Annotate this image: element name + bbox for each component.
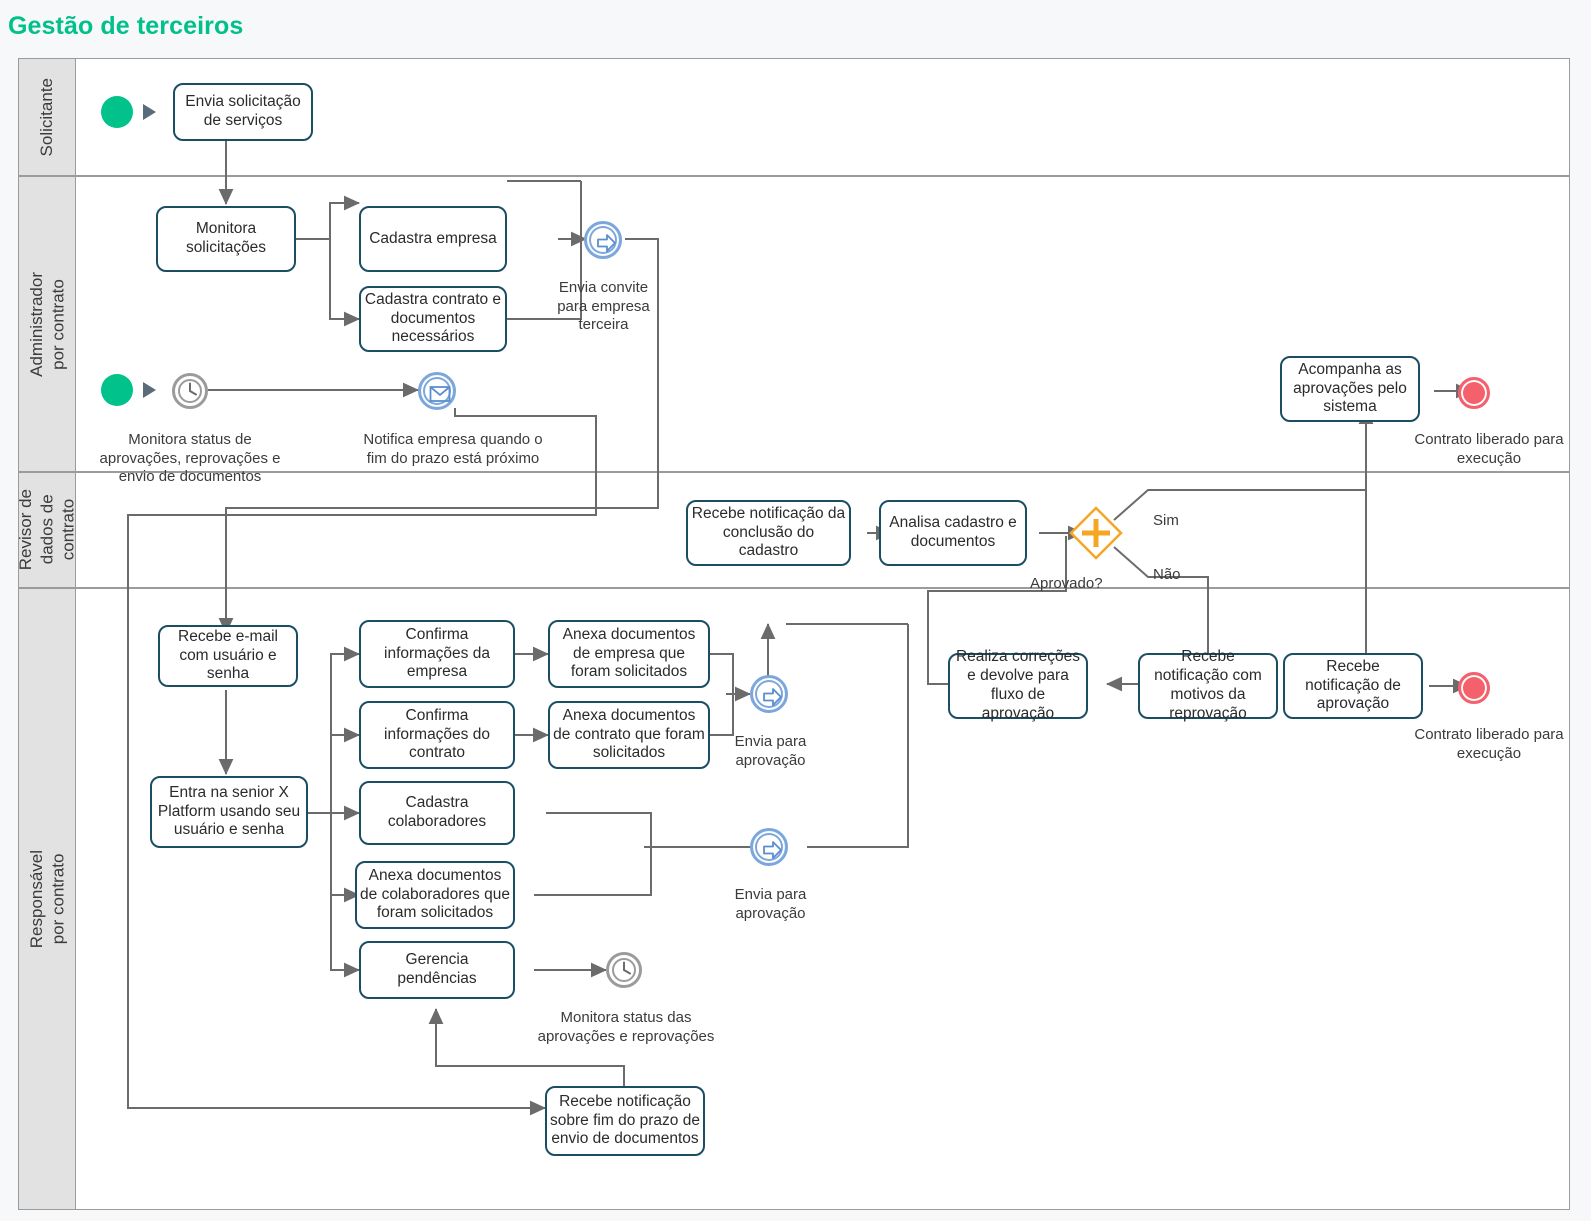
lane-body-solicitante <box>75 58 1570 176</box>
task-monitora-solicitacoes[interactable]: Monitora solicitações <box>156 206 296 272</box>
lane-header-revisor: Revisor de dados de contrato <box>16 472 78 588</box>
lane-header-administrador: Administrador por contrato <box>18 176 75 472</box>
task-acompanha-aprovacoes-sistema[interactable]: Acompanha as aprovações pelo sistema <box>1280 356 1420 422</box>
task-recebe-notificacao-conclusao-cadastro[interactable]: Recebe notificação da conclusão do cadas… <box>686 500 851 566</box>
end-event-responsavel[interactable] <box>1458 672 1490 704</box>
task-recebe-notificacao-fim-prazo[interactable]: Recebe notificação sobre fim do prazo de… <box>545 1086 705 1156</box>
gateway-label-aprovado: Aprovado? <box>1030 575 1103 593</box>
start-event-administrador[interactable] <box>101 374 133 406</box>
flow-monitora-to-cadastra-empresa <box>296 195 360 240</box>
start-event-solicitante[interactable] <box>101 96 133 128</box>
event-label-envia-convite: Envia convite para empresa terceira <box>557 279 650 333</box>
gateway-aprovado[interactable] <box>1065 502 1127 564</box>
intermediate-send-event-envia-aprovacao-2[interactable] <box>750 828 788 866</box>
send-message-arrow-icon-3 <box>763 841 782 859</box>
message-envelope-icon <box>429 386 451 402</box>
flow-entra-to-confirma-empresa <box>308 646 360 814</box>
flow-monitora-to-cadastra-contrato <box>329 239 360 327</box>
lane-body-administrador <box>75 176 1570 472</box>
send-message-arrow-icon-2 <box>763 688 782 706</box>
play-triangle-icon-1 <box>143 104 156 120</box>
timer-clock-icon-2 <box>612 958 636 982</box>
task-entra-senior-x-platform[interactable]: Entra na senior X Platform usando seu us… <box>150 776 308 848</box>
page-title: Gestão de terceiros <box>8 12 244 40</box>
task-gerencia-pendencias[interactable]: Gerencia pendências <box>359 941 515 999</box>
gateway-branch-label-nao: Não <box>1153 566 1181 584</box>
event-label-end-responsavel: Contrato liberado para execução <box>1414 726 1564 762</box>
flow-cadastra-colab-join <box>546 812 652 847</box>
gateway-branch-label-sim: Sim <box>1153 512 1179 530</box>
flow-empresa-down <box>580 181 584 240</box>
task-cadastra-colaboradores[interactable]: Cadastra colaboradores <box>359 781 515 845</box>
flow-anexa-contrato-join <box>710 694 734 736</box>
timer-event-monitora-status-resp[interactable] <box>606 952 642 988</box>
flow-anexa-empresa-join <box>710 653 734 694</box>
task-anexa-documentos-contrato[interactable]: Anexa documentos de contrato que foram s… <box>548 701 710 769</box>
flow-contrato-join <box>507 239 582 320</box>
event-label-end-administrador: Contrato liberado para execução <box>1414 431 1564 467</box>
event-label-envia-aprovacao-1: Envia para aprovação <box>734 733 807 769</box>
task-anexa-documentos-empresa[interactable]: Anexa documentos de empresa que foram so… <box>548 620 710 688</box>
lane-body-revisor <box>75 472 1570 588</box>
task-anexa-documentos-colaboradores[interactable]: Anexa documentos de colaboradores que fo… <box>355 861 515 929</box>
task-confirma-informacoes-contrato[interactable]: Confirma informações do contrato <box>359 701 515 769</box>
event-label-notifica-empresa: Notifica empresa quando o fim do prazo e… <box>363 431 543 467</box>
flow-gateway-nao <box>1113 546 1216 671</box>
flow-gateway-sim <box>1113 489 1366 521</box>
task-realiza-correcoes-devolve[interactable]: Realiza correções e devolve para fluxo d… <box>948 648 1088 722</box>
play-triangle-icon-2 <box>143 382 156 398</box>
send-message-arrow-icon <box>597 234 616 252</box>
lane-header-responsavel: Responsável por contrato <box>18 588 75 1210</box>
timer-clock-icon <box>178 379 202 403</box>
bpmn-canvas: Solicitante Administrador por contrato R… <box>16 58 1570 1210</box>
flow-aprovacao2-route <box>807 624 909 848</box>
task-cadastra-empresa[interactable]: Cadastra empresa <box>359 206 507 272</box>
task-cadastra-contrato-documentos[interactable]: Cadastra contrato e documentos necessári… <box>359 286 507 352</box>
flow-entra-to-gerencia <box>330 813 360 978</box>
task-recebe-notificacao-aprovacao[interactable]: Recebe notificação de aprovação <box>1283 653 1423 719</box>
connector-layer <box>127 138 1472 1147</box>
inclusive-gateway-plus-icon <box>1069 506 1123 560</box>
end-event-administrador[interactable] <box>1458 377 1490 409</box>
event-label-monitora-status-adm: Monitora status de aprovações, reprovaçõ… <box>99 431 281 485</box>
task-confirma-informacoes-empresa[interactable]: Confirma informações da empresa <box>359 620 515 688</box>
task-recebe-notificacao-reprovacao[interactable]: Recebe notificação com motivos da reprov… <box>1138 648 1278 722</box>
intermediate-send-event-envia-aprovacao-1[interactable] <box>750 675 788 713</box>
intermediate-send-event-envia-convite[interactable] <box>584 221 622 259</box>
flow-correcoes-back-to-analisa <box>927 536 1067 685</box>
intermediate-message-event-notifica-empresa[interactable] <box>418 372 456 410</box>
task-analisa-cadastro-documentos[interactable]: Analisa cadastro e documentos <box>879 500 1027 566</box>
task-envia-solicitacao-servicos[interactable]: Envia solicitação de serviços <box>173 83 313 141</box>
flow-notifica-to-prazo <box>127 408 597 1116</box>
task-recebe-email-usuario-senha[interactable]: Recebe e-mail com usuário e senha <box>158 625 298 687</box>
lane-header-solicitante: Solicitante <box>18 58 75 176</box>
timer-event-monitora-status-adm[interactable] <box>172 373 208 409</box>
event-label-envia-aprovacao-2: Envia para aprovação <box>734 886 807 922</box>
flow-entra-to-confirma-contrato <box>330 727 360 813</box>
flow-anexa-colab-join <box>534 847 652 896</box>
event-label-monitora-status-resp: Monitora status das aprovações e reprova… <box>537 1009 715 1045</box>
